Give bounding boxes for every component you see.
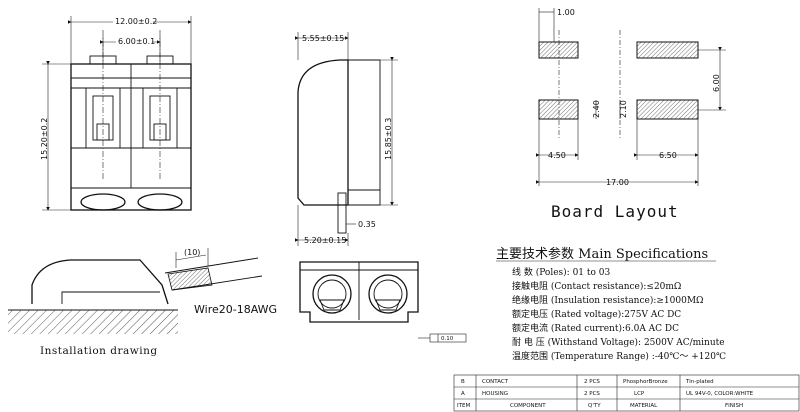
pad-bottom-left — [538, 99, 579, 120]
spec-line-voltage: 额定电压 (Rated voltage):275V AC DC — [512, 308, 681, 320]
bom-r1-finish: Tin-plated — [685, 379, 714, 385]
side-view: 5.55±0.15 15.85±0.3 0.35 5.20±0.15 — [295, 32, 398, 246]
spec-line-current: 额定电流 (Rated current):6.0A AC DC — [512, 322, 679, 334]
bottom-view: 0.10 — [299, 261, 467, 343]
bom-header-component: COMPONENT — [510, 403, 546, 409]
board-right-dim: 6.50 — [659, 151, 677, 160]
bom-r1-material: PhosphorBronze — [623, 379, 668, 385]
bom-r2-qty: 2 PCS — [584, 391, 600, 397]
bottom-hole-right — [368, 274, 408, 314]
spec-line-withstand: 耐 电 压 (Withstand Voltage): 2500V AC/minu… — [512, 336, 725, 348]
front-view: 12.00±0.2 6.00±0.1 15.20±0.2 — [40, 15, 192, 211]
spec-line-temperature: 温度范围 (Temperature Range) :-40℃～ +120℃ — [512, 350, 726, 362]
board-offset-dim: 1.00 — [557, 8, 575, 17]
front-height-dim: 15.20±0.2 — [40, 118, 49, 160]
pad-bottom-right — [636, 99, 699, 120]
side-top-dim: 5.55±0.15 — [302, 34, 344, 43]
board-total-dim: 17.00 — [606, 178, 629, 187]
bom-r1-item: B — [461, 379, 465, 385]
board-left-dim: 4.50 — [548, 151, 566, 160]
pad-top-right — [636, 41, 699, 59]
bom-r2-finish: UL 94V-0, COLOR:WHITE — [686, 391, 754, 397]
bom-header-qty: Q'TY — [588, 403, 601, 409]
installation-caption: Installation drawing — [40, 345, 158, 357]
spec-line-insulation: 绝缘电阻 (Insulation resistance):≥1000MΩ — [512, 294, 704, 306]
board-gap-b-dim: 2.10 — [619, 100, 628, 118]
board-layout-title: Board Layout — [551, 202, 679, 221]
side-height-dim: 15.85±0.3 — [384, 118, 393, 160]
board-pitch-dim: 6.00 — [712, 74, 721, 92]
front-wire-hole-left — [80, 193, 126, 211]
wire-gauge-label: Wire20-18AWG — [194, 303, 277, 316]
front-pitch-dim: 6.00±0.1 — [118, 37, 155, 46]
bom-r1-component: CONTACT — [482, 379, 509, 385]
spec-line-contact: 接触电阻 (Contact resistance):≤20mΩ — [512, 280, 681, 292]
installation-drawing: (10) Wire20-18AWG Installation drawing — [8, 248, 277, 357]
bottom-hole-left — [312, 274, 352, 314]
bom-table: B CONTACT 2 PCS PhosphorBronze Tin-plate… — [453, 374, 800, 412]
front-wire-hole-right — [137, 193, 183, 211]
bom-header-material: MATERIAL — [630, 403, 658, 409]
spec-line-poles: 线 数 (Poles): 01 to 03 — [512, 266, 611, 278]
bom-r2-item: A — [461, 391, 465, 397]
front-clamp-right — [142, 30, 178, 180]
bom-header-finish: FINISH — [725, 403, 743, 409]
front-clamp-left — [85, 30, 121, 180]
specifications: 主要技术参数 Main Specifications 线 数 (Poles): … — [496, 246, 726, 362]
spec-heading: 主要技术参数 Main Specifications — [496, 246, 708, 262]
pad-top-left — [538, 41, 579, 59]
front-width-dim: 12.00±0.2 — [115, 17, 157, 26]
side-pin — [337, 192, 347, 234]
wire — [164, 248, 263, 291]
bom-r2-component: HOUSING — [482, 391, 508, 397]
board-gap-a-dim: 2.40 — [592, 100, 601, 118]
flatness-value: 0.10 — [441, 336, 454, 342]
board-layout: 1.00 2.40 2.10 6.00 4.50 6.50 17.00 Boar… — [536, 8, 726, 221]
bom-r1-qty: 2 PCS — [584, 379, 600, 385]
side-pin-dim: 0.35 — [358, 220, 376, 229]
bom-r2-material: LCP — [634, 391, 645, 397]
side-base-dim: 5.20±0.15 — [304, 236, 346, 245]
strip-length-dim: (10) — [184, 248, 200, 257]
bom-header-item: ITEM — [457, 403, 470, 409]
